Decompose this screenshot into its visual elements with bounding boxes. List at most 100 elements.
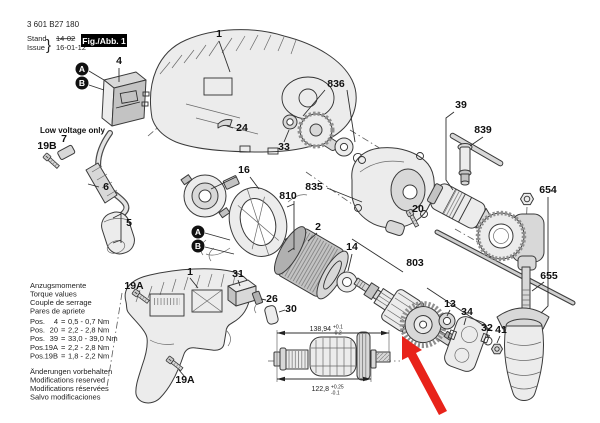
torque-row-pos: Pos. (30, 343, 45, 352)
part-label-6: 6 (103, 181, 109, 193)
brush-plate-assembly (180, 174, 308, 262)
part-label-2: 2 (315, 221, 321, 233)
cover-30 (264, 305, 279, 325)
dimension-bottom-plus: +0.25 (331, 385, 344, 391)
document-number: 3 601 B27 180 (27, 20, 80, 29)
housing-bottom (124, 268, 251, 404)
brace-glyph: } (46, 37, 51, 54)
screw-19B (42, 152, 61, 170)
handle-bolt (521, 266, 531, 312)
part-label-24: 24 (236, 122, 248, 134)
torque-table: Anzugsmomente Torque values Couple de se… (30, 281, 118, 360)
dimension-bottom-value: 122,8 (311, 386, 329, 393)
aux-handle-654 (475, 192, 550, 401)
part-label-19A: 19A (175, 374, 195, 386)
footer-line-es: Salvo modificaciones (30, 393, 101, 402)
callout-A: A (191, 225, 205, 239)
torque-row-pos: Pos. (30, 317, 45, 326)
switch-31 (227, 279, 257, 307)
issue-date: 16-01-12 (56, 43, 86, 52)
title-block: 3 601 B27 180 Stand Issue } 14-02 16-01-… (27, 20, 127, 54)
torque-row-eq: = (61, 317, 66, 326)
callout-B: B (75, 76, 89, 90)
red-pointer-arrow (402, 336, 447, 415)
dimension-top-plus: +0.1 (333, 325, 343, 331)
torque-row-pos: Pos. (30, 326, 45, 335)
gearbox-835 (351, 147, 435, 236)
carbon-brush (222, 175, 240, 190)
torque-row-eq: = (61, 343, 66, 352)
part-label-13: 13 (444, 298, 456, 310)
strain-relief-6 (85, 162, 118, 204)
torque-row-range: 2,2 - 2,8 Nm (68, 326, 109, 335)
torque-row-eq: = (61, 351, 66, 360)
superseded-date: 14-02 (56, 34, 75, 43)
modifications-block: Änderungen vorbehalten Modifications res… (30, 367, 112, 402)
leader-lines (87, 40, 549, 378)
part-label-1: 1 (187, 266, 193, 278)
part-label-655: 655 (540, 270, 558, 282)
footer-line-en: Modifications reserved (30, 376, 105, 385)
cord-set (42, 130, 135, 255)
torque-row-num: 19B (45, 351, 58, 360)
torque-heading-fr: Couple de serrage (30, 298, 92, 307)
dimension-bottom-minus: -0.1 (331, 391, 340, 397)
brush-26 (251, 290, 264, 314)
bearing-13 (438, 312, 456, 330)
part-label-7: 7 (61, 133, 67, 145)
wing-nut (520, 192, 534, 206)
part-label-839: 839 (474, 124, 492, 136)
part-label-16: 16 (238, 164, 250, 176)
part-label-5: 5 (126, 217, 132, 229)
svg-text:A: A (79, 64, 85, 74)
part-label-836: 836 (327, 78, 345, 90)
part-label-33: 33 (278, 141, 290, 153)
part-24-clip (217, 119, 233, 129)
torque-row-num: 39 (50, 334, 58, 343)
torque-row-pos: Pos. (30, 351, 45, 360)
torque-row-range: 2,2 - 2,8 Nm (68, 343, 109, 352)
part-label-14: 14 (346, 241, 358, 253)
part-label-41: 41 (495, 324, 507, 336)
svg-text:B: B (195, 241, 201, 251)
part-label-835: 835 (305, 181, 323, 193)
torque-row-num: 19A (45, 343, 58, 352)
switch-module (101, 71, 150, 127)
part-label-1: 1 (216, 28, 222, 40)
figure-badge (81, 34, 127, 47)
torque-heading-de: Anzugsmomente (30, 281, 86, 290)
torque-row-range: 1,8 - 2,2 Nm (68, 351, 109, 360)
callout-B: B (191, 239, 205, 253)
torque-row-eq: = (61, 326, 66, 335)
part-label-20: 20 (412, 203, 424, 215)
part-label-26: 26 (266, 293, 278, 305)
part-label-19A: 19A (124, 280, 144, 292)
torque-heading-en: Torque values (30, 290, 77, 299)
dimension-view: 138,94 +0.1 -0.2 122,8 +0.25 -0.1 (273, 325, 391, 397)
gear-set-836 (282, 111, 364, 164)
torque-row-eq: = (61, 334, 66, 343)
stand-label: Stand (27, 34, 47, 43)
dimension-top-minus: -0.2 (333, 331, 342, 337)
part-number-labels: 1424338368358101622039839654655148031334… (37, 28, 558, 386)
torque-row-range: 0,5 - 0,7 Nm (68, 317, 109, 326)
svg-text:B: B (79, 78, 85, 88)
part-label-34: 34 (461, 306, 473, 318)
torque-heading-es: Pares de apriete (30, 307, 85, 316)
torque-row-pos: Pos. (30, 334, 45, 343)
mains-plug-5 (101, 211, 135, 255)
part-label-32: 32 (481, 322, 493, 334)
issue-label: Issue (27, 43, 45, 52)
torque-row-range: 33,0 - 39,0 Nm (68, 334, 118, 343)
chuck-key-839 (449, 132, 504, 186)
nut-41 (491, 343, 503, 355)
part-label-19B: 19B (37, 140, 57, 152)
figure-badge-label: Fig./Abb. 1 (82, 36, 126, 46)
part-label-4: 4 (116, 55, 122, 67)
callout-A: A (75, 62, 89, 76)
part-label-803: 803 (406, 257, 424, 269)
low-voltage-note: Low voltage only (40, 126, 105, 135)
part-label-654: 654 (539, 184, 557, 196)
